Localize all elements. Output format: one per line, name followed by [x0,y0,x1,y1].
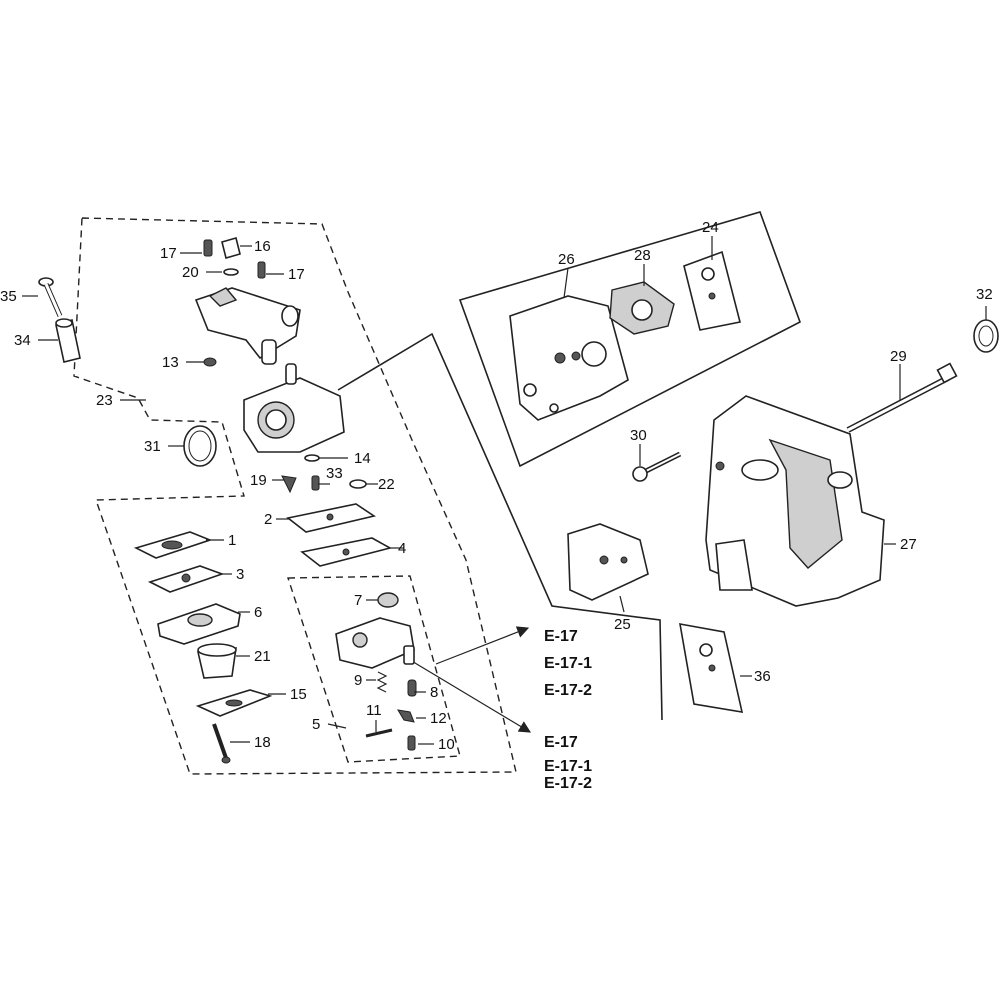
label-7: 7 [354,592,362,609]
label-9: 9 [354,672,362,689]
reference-b-line-2: E-17-1 [544,758,592,775]
label-1: 1 [228,532,236,549]
label-5: 5 [312,716,320,733]
label-31: 31 [144,438,161,455]
spring-9-part [376,671,388,693]
screw-10-part [407,735,416,751]
label-10: 10 [438,736,455,753]
insulator-group-outline [337,332,663,721]
needle-8-part [407,679,417,697]
reference-a-line-2: E-17-1 [544,655,592,672]
label-13: 13 [162,354,179,371]
label-29: 29 [890,348,907,365]
carburetor-top-body [194,287,301,365]
gasket-26-part [509,295,629,421]
screw-35-part [38,277,63,318]
reference-callout-b: E-17 E-17-1 E-17-2 [544,734,592,792]
plate-24-part [683,250,741,331]
plate-36-part [679,623,744,713]
screw-17-top-part [203,239,213,257]
pump-body-6-part [157,603,241,645]
cover-15-part [195,689,273,717]
gasket-1-part [133,531,213,559]
leader-lines [22,236,987,745]
assembly-23-dashed-outline [73,217,517,775]
label-12: 12 [430,710,447,727]
label-16: 16 [254,238,271,255]
fitting-16-part [221,237,241,259]
washer-32-part [973,319,999,353]
oring-20-part [223,268,239,276]
label-19: 19 [250,472,267,489]
diaphragm-2-part [286,503,376,533]
reference-b-line-3: E-17-2 [544,775,592,792]
label-2: 2 [264,511,272,528]
label-27: 27 [900,536,917,553]
label-32: 32 [976,286,993,303]
collar-34-part [55,318,81,363]
filter-cup-21-part [197,643,237,679]
diaphragm-3-part [147,565,225,593]
float-chamber-body [335,617,415,669]
pin-11-part [365,728,393,738]
label-3: 3 [236,566,244,583]
label-18: 18 [254,734,271,751]
pin-14-part [304,454,320,462]
reference-a-line-3: E-17-2 [544,682,592,699]
label-4: 4 [398,540,406,557]
label-23: 23 [96,392,113,409]
reference-arrow-b [409,659,532,733]
plug-7-part [377,592,399,608]
label-11: 11 [366,702,382,719]
label-25: 25 [614,616,631,633]
air-cleaner-case-27-part [705,395,885,607]
label-28: 28 [634,247,651,264]
insulator-28-part [609,281,675,335]
reference-a-line-1: E-17 [544,628,578,645]
gasket-31-part [183,425,217,467]
label-15: 15 [290,686,307,703]
bolt-30-part [632,451,682,482]
gasket-group-outline [458,211,801,468]
label-17-top: 17 [160,245,177,262]
jet-33-part [311,475,320,491]
label-22: 22 [378,476,395,493]
label-24: 24 [702,219,719,236]
assembly-5-dashed-outline [287,575,461,763]
carburetor-main-body [243,363,345,453]
reference-b-line-1: E-17 [544,734,578,751]
label-6: 6 [254,604,262,621]
label-20: 20 [182,264,199,281]
reference-arrow-a [435,626,530,665]
clip-12-part [397,709,415,723]
label-36: 36 [754,668,771,685]
label-8: 8 [430,684,438,701]
label-17-right: 17 [288,266,305,283]
label-21: 21 [254,648,271,665]
bolt-29-part [846,362,958,433]
label-14: 14 [354,450,371,467]
label-26: 26 [558,251,575,268]
label-34: 34 [14,332,31,349]
label-33: 33 [326,465,343,482]
screw-17-right-part [257,261,266,279]
label-30: 30 [630,427,647,444]
jet-19-part [281,475,297,494]
oring-22-part [349,479,367,489]
screw-18-part [212,723,231,764]
plate-25-part [567,523,649,601]
label-35: 35 [0,288,17,305]
reference-callout-a: E-17 E-17-1 E-17-2 [544,628,592,699]
gasket-4-part [300,537,393,567]
screw-13-part [203,357,217,367]
